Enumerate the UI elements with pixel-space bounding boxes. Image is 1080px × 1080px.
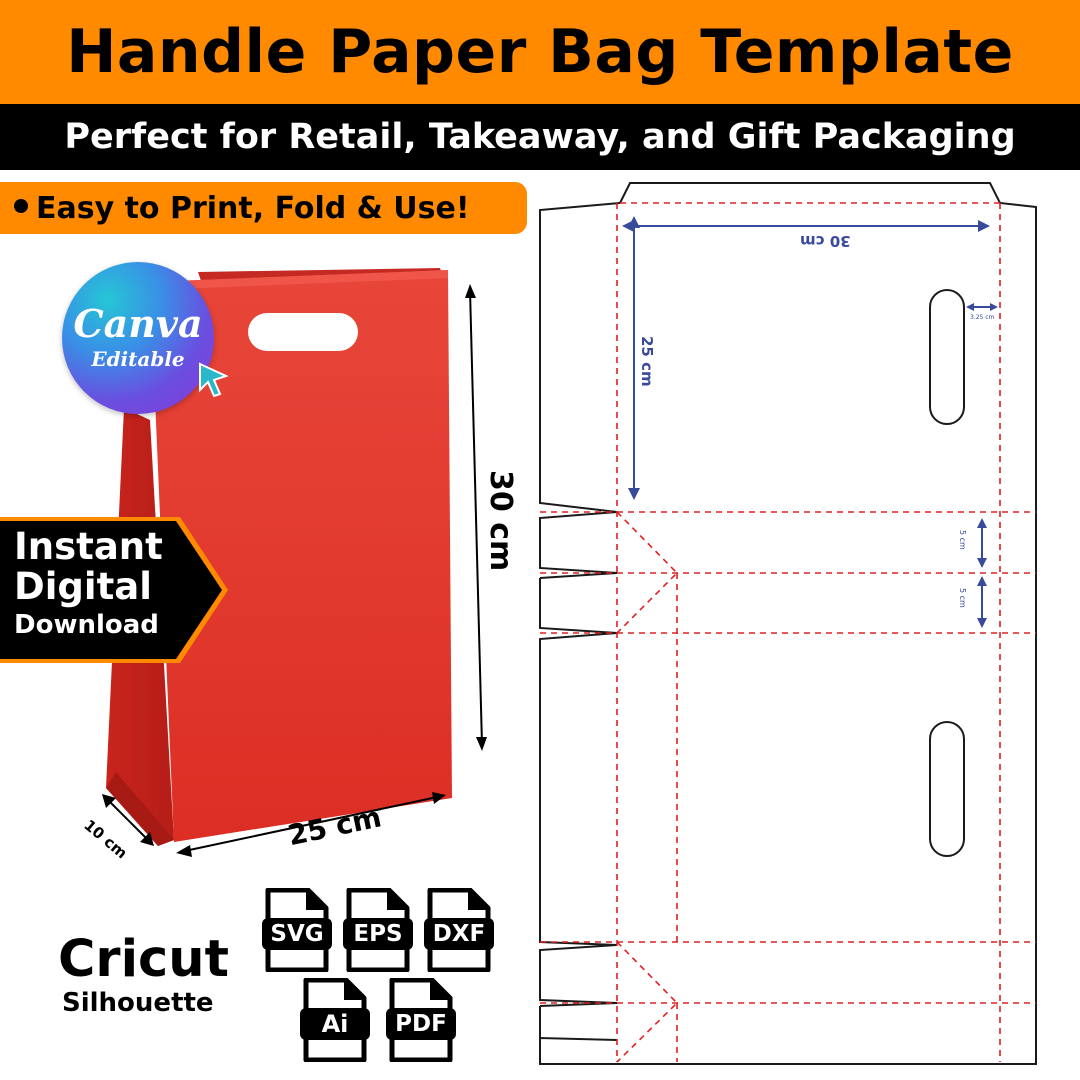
silhouette-label: Silhouette xyxy=(62,988,214,1018)
bag-top-edge xyxy=(150,270,448,290)
template-gusset-top-label: 5 cm xyxy=(958,530,967,550)
page-title: Handle Paper Bag Template xyxy=(66,17,1014,87)
template-height-label: 25 cm xyxy=(638,336,656,387)
bag-width-dimension xyxy=(176,792,446,857)
file-pdf-icon xyxy=(386,978,456,1062)
download-line-3: Download xyxy=(14,609,159,640)
subtitle-banner: Perfect for Retail, Takeaway, and Gift P… xyxy=(0,104,1080,170)
dieline-cut-outline xyxy=(539,182,1037,1065)
download-line-1: Instant xyxy=(14,525,163,568)
dieline-fold-lines xyxy=(540,202,1036,1063)
dieline-dimension-arrows xyxy=(622,216,998,628)
page-subtitle: Perfect for Retail, Takeaway, and Gift P… xyxy=(64,117,1016,157)
template-handle-offset-label: 3.25 cm xyxy=(970,314,995,321)
file-format-label: PDF xyxy=(395,1011,447,1037)
file-format-label: DXF xyxy=(432,921,486,947)
template-width-label: 30 cm xyxy=(800,232,851,250)
file-svg-icon xyxy=(262,888,332,972)
dieline-handle-bottom xyxy=(929,721,965,857)
canva-editable-badge: Canva Editable xyxy=(62,262,214,414)
cricut-label: Cricut xyxy=(58,930,229,989)
download-line-2: Digital xyxy=(14,564,152,608)
bag-handle-hole xyxy=(248,313,358,351)
canva-logo-text: Canva xyxy=(73,301,203,346)
file-ai-icon xyxy=(300,978,370,1062)
bag-front-panel xyxy=(150,270,452,842)
template-gusset-bottom-label: 5 cm xyxy=(958,588,967,608)
feature-text: Easy to Print, Fold & Use! xyxy=(14,191,470,226)
feature-banner: Easy to Print, Fold & Use! xyxy=(0,182,527,234)
file-eps-icon xyxy=(343,888,413,972)
bag-depth-dimension xyxy=(102,794,154,846)
file-format-label: Ai xyxy=(321,1010,349,1038)
file-dxf-icon xyxy=(424,888,494,972)
instant-download-text: Instant Digital Download xyxy=(14,527,204,639)
cursor-icon xyxy=(199,362,229,398)
instant-download-badge xyxy=(0,517,228,663)
bag-side-panel-dark xyxy=(106,772,174,846)
feature-label: Easy to Print, Fold & Use! xyxy=(36,190,470,226)
title-banner: Handle Paper Bag Template xyxy=(0,0,1080,104)
dieline-handle-top xyxy=(929,289,965,425)
bullet-icon xyxy=(14,199,28,213)
file-format-label: SVG xyxy=(270,921,324,947)
file-format-label: EPS xyxy=(353,921,403,947)
canva-editable-text: Editable xyxy=(91,347,185,371)
bag-height-dimension xyxy=(465,284,487,751)
